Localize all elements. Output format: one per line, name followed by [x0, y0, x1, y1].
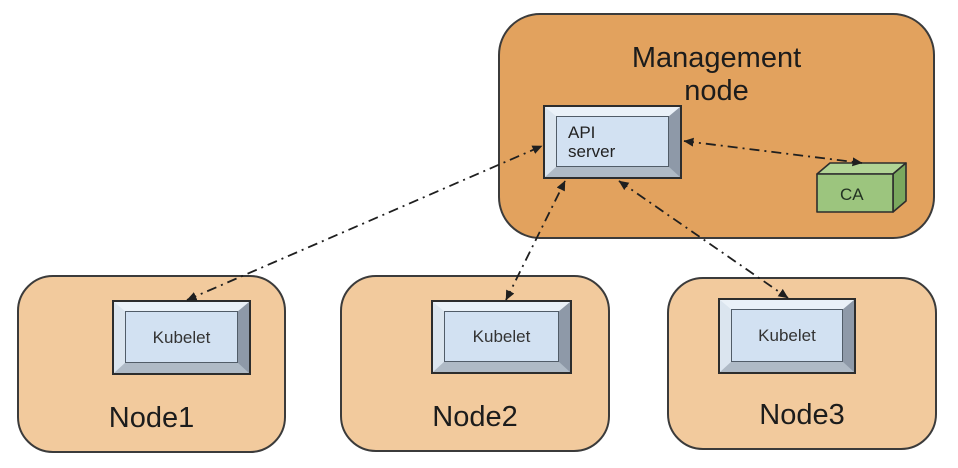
api-server-label: API server	[556, 116, 669, 167]
api-server-box: API server	[545, 107, 680, 177]
node2-label: Node2	[432, 401, 518, 433]
api-server-label-line2: server	[568, 141, 616, 161]
management-node-label-line1: Management	[631, 42, 802, 74]
kubelet-label-node2: Kubelet	[444, 311, 559, 362]
node3-label: Node3	[759, 399, 845, 431]
kubelet-box-node1: Kubelet	[114, 302, 249, 373]
kubelet-box-node3: Kubelet	[720, 300, 854, 372]
node1-label: Node1	[108, 402, 195, 434]
kubelet-label-node1: Kubelet	[125, 311, 238, 363]
management-node-label: Management node	[500, 42, 933, 108]
api-server-label-line1: API	[568, 122, 596, 142]
kubelet-box-node2: Kubelet	[433, 302, 570, 372]
kubelet-label-node3: Kubelet	[731, 309, 843, 362]
management-node-label-line2: node	[684, 75, 749, 107]
